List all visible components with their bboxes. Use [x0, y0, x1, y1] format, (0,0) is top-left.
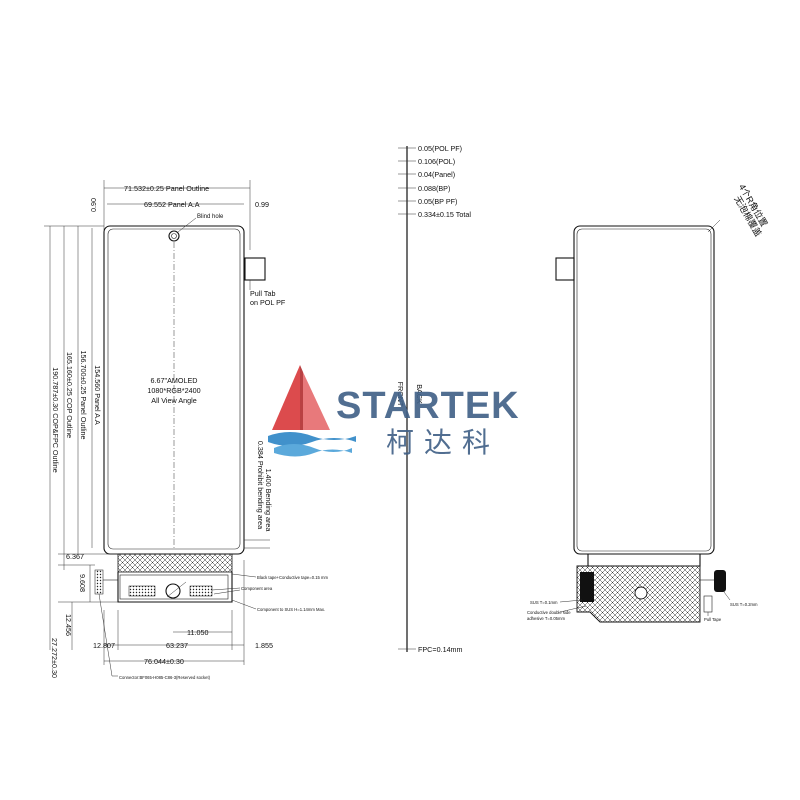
- layer-pol-pf: 0.05(POL PF): [418, 144, 462, 153]
- startek-watermark: STARTEK 柯达科: [268, 365, 520, 459]
- conductive-label-2: adhesive T=0.05mm: [527, 616, 565, 621]
- fpc-thickness-label: FPC=0.14mm: [418, 645, 463, 654]
- connector: [94, 569, 104, 595]
- dim-27272: 27.272±0.30: [50, 638, 59, 678]
- brand-name: STARTEK: [336, 385, 520, 427]
- dim-76044: 76.044±0.30: [144, 657, 184, 666]
- back-label: BACK: [415, 384, 424, 404]
- back-pull-tab: [555, 257, 575, 281]
- dim-1855: 1.855: [255, 641, 273, 650]
- center-text-3: All View Angle: [151, 396, 196, 405]
- fpc-outline: [117, 572, 233, 603]
- connector-label: Connector:BF065-H085-C86-3(Reserved sock…: [119, 675, 211, 680]
- bending-area-label: 1.400 Bending area: [264, 469, 273, 532]
- layer-total: 0.334±0.15 Total: [418, 210, 471, 219]
- center-text-2: 1080*RGB*2400: [147, 386, 200, 395]
- back-view: 4个R角位置 无泡棉覆盖 SUS T=0.1mm Conductive doub…: [527, 182, 770, 623]
- dim-165160: 165.160±0.25 COP Outline: [65, 352, 74, 438]
- center-text-1: 6.67"AMOLED: [151, 376, 198, 385]
- layer-panel: 0.04(Panel): [418, 170, 455, 179]
- pull-tab-label: Pull Tab: [250, 289, 275, 298]
- back-panel-outline: [573, 225, 715, 555]
- cop-hatch-area: [117, 553, 233, 573]
- dim-190787: 190.787±0.30 COP&FPC Outline: [51, 367, 60, 472]
- dim-12456: 12.456: [64, 614, 73, 636]
- dim-154560: 154.560 Panel A.A: [93, 365, 102, 425]
- sus-left-label: SUS T=0.1mm: [530, 600, 558, 605]
- panel-active-area: [107, 228, 241, 550]
- layer-bp-pf: 0.05(BP PF): [418, 197, 457, 206]
- startek-logo-icon: [268, 365, 356, 457]
- front-label: FRONT: [396, 382, 405, 407]
- component-circle: [165, 583, 181, 599]
- dim-099: 0.99: [255, 200, 269, 209]
- pull-tab-on-label: on POL PF: [250, 298, 286, 307]
- dim-090: 0.90: [89, 198, 98, 212]
- front-view: 71.532±0.25 Panel Outline 69.552 Panel A…: [44, 180, 329, 680]
- back-cop-neck: [587, 554, 701, 567]
- blind-hole-label: Blind hole: [197, 214, 224, 220]
- dim-12807: 12.807: [93, 641, 115, 650]
- pull-tab: [244, 257, 266, 281]
- pull-tape-label: Pull Tape: [704, 617, 722, 622]
- layer-pol: 0.106(POL): [418, 157, 455, 166]
- layer-bp: 0.088(BP): [418, 184, 450, 193]
- dim-156700: 156.700±0.25 Panel Outline: [79, 350, 88, 439]
- dim-9608: 9.608: [78, 574, 87, 592]
- note-black-tape: Black tape+Conductive tape=0.15 mm: [257, 575, 329, 580]
- back-circle: [634, 586, 648, 600]
- note-sus: Component to SUS H=1.14mm Max.: [257, 607, 325, 612]
- panel-outline-label: 71.532±0.25 Panel Outline: [124, 184, 209, 193]
- sus-right-label: SUS T=0.2mm: [730, 602, 758, 607]
- dim-63237: 63.237: [166, 641, 188, 650]
- dim-6367: 6.367: [66, 552, 84, 561]
- component-area-2: [189, 585, 213, 597]
- dim-11050: 11.050: [187, 628, 208, 637]
- component-area-1: [128, 585, 156, 597]
- panel-aa-label: 69.552 Panel A.A: [144, 200, 200, 209]
- brand-name-cn: 柯达科: [386, 426, 500, 459]
- back-connector-dark: [580, 572, 594, 602]
- blind-hole: [168, 230, 180, 242]
- back-sus-right: [714, 570, 726, 592]
- prohibit-bending-label: 0.384 Prohibit bending area: [256, 441, 265, 529]
- side-view: 0.05(POL PF) 0.106(POL) 0.04(Panel) 0.08…: [396, 144, 471, 654]
- back-pull-tape: [703, 595, 713, 613]
- conductive-label-1: Conductive double side: [527, 610, 571, 615]
- note-component-area: Component area: [241, 586, 273, 591]
